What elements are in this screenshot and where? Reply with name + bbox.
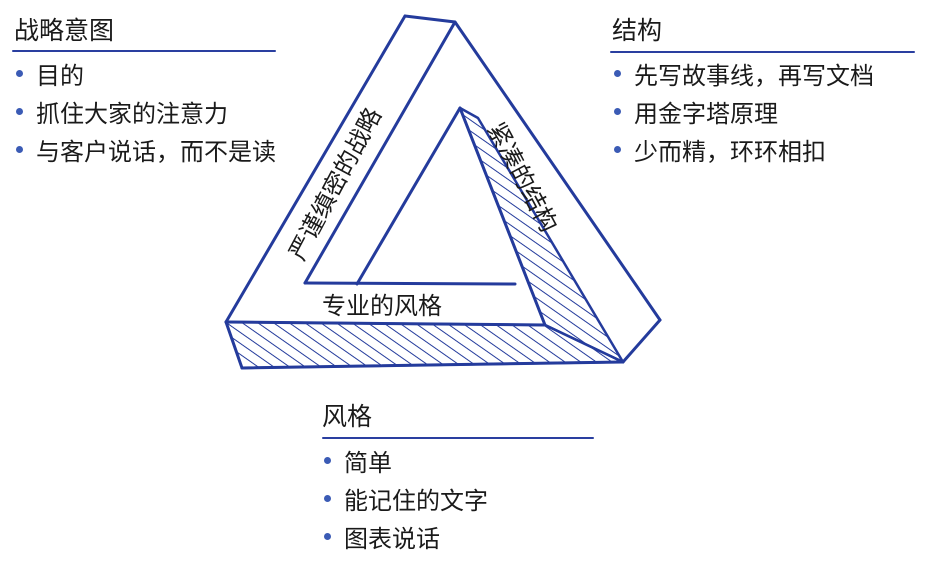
left-side-label: 严谨缜密的战略	[284, 103, 388, 264]
list-item-text: 图表说话	[344, 525, 440, 553]
bullet-icon	[16, 146, 23, 153]
list-item-text: 能记住的文字	[344, 487, 488, 515]
bullet-icon	[324, 495, 331, 502]
list-item: 先写故事线，再写文档	[612, 57, 874, 95]
bullet-icon	[16, 70, 23, 77]
list-item: 少而精，环环相扣	[612, 133, 874, 171]
list-item: 用金字塔原理	[612, 95, 874, 133]
style-list: 简单 能记住的文字 图表说话	[322, 444, 488, 558]
bullet-icon	[614, 146, 621, 153]
list-item: 图表说话	[322, 520, 488, 558]
list-item-text: 抓住大家的注意力	[36, 100, 228, 128]
list-item: 目的	[14, 57, 276, 95]
list-item: 简单	[322, 444, 488, 482]
list-item: 与客户说话，而不是读	[14, 133, 276, 171]
list-item: 能记住的文字	[322, 482, 488, 520]
structure-list: 先写故事线，再写文档 用金字塔原理 少而精，环环相扣	[612, 57, 874, 171]
style-underline	[322, 437, 594, 439]
list-item: 抓住大家的注意力	[14, 95, 276, 133]
bullet-icon	[324, 533, 331, 540]
structure-title: 结构	[612, 16, 663, 45]
list-item-text: 先写故事线，再写文档	[634, 62, 874, 90]
structure-underline	[610, 51, 915, 53]
list-item-text: 与客户说话，而不是读	[36, 138, 276, 166]
bottom-side-label: 专业的风格	[322, 292, 442, 320]
list-item-text: 用金字塔原理	[634, 100, 778, 128]
bullet-icon	[16, 108, 23, 115]
triangle-outline	[224, 14, 662, 370]
strategy-title: 战略意图	[14, 16, 115, 45]
bullet-icon	[614, 108, 621, 115]
bullet-icon	[324, 457, 331, 464]
list-item-text: 目的	[36, 62, 84, 90]
bullet-icon	[614, 70, 621, 77]
style-title: 风格	[322, 402, 373, 431]
strategy-underline	[12, 50, 276, 52]
list-item-text: 简单	[344, 449, 392, 477]
strategy-list: 目的 抓住大家的注意力 与客户说话，而不是读	[14, 57, 276, 171]
list-item-text: 少而精，环环相扣	[634, 138, 826, 166]
